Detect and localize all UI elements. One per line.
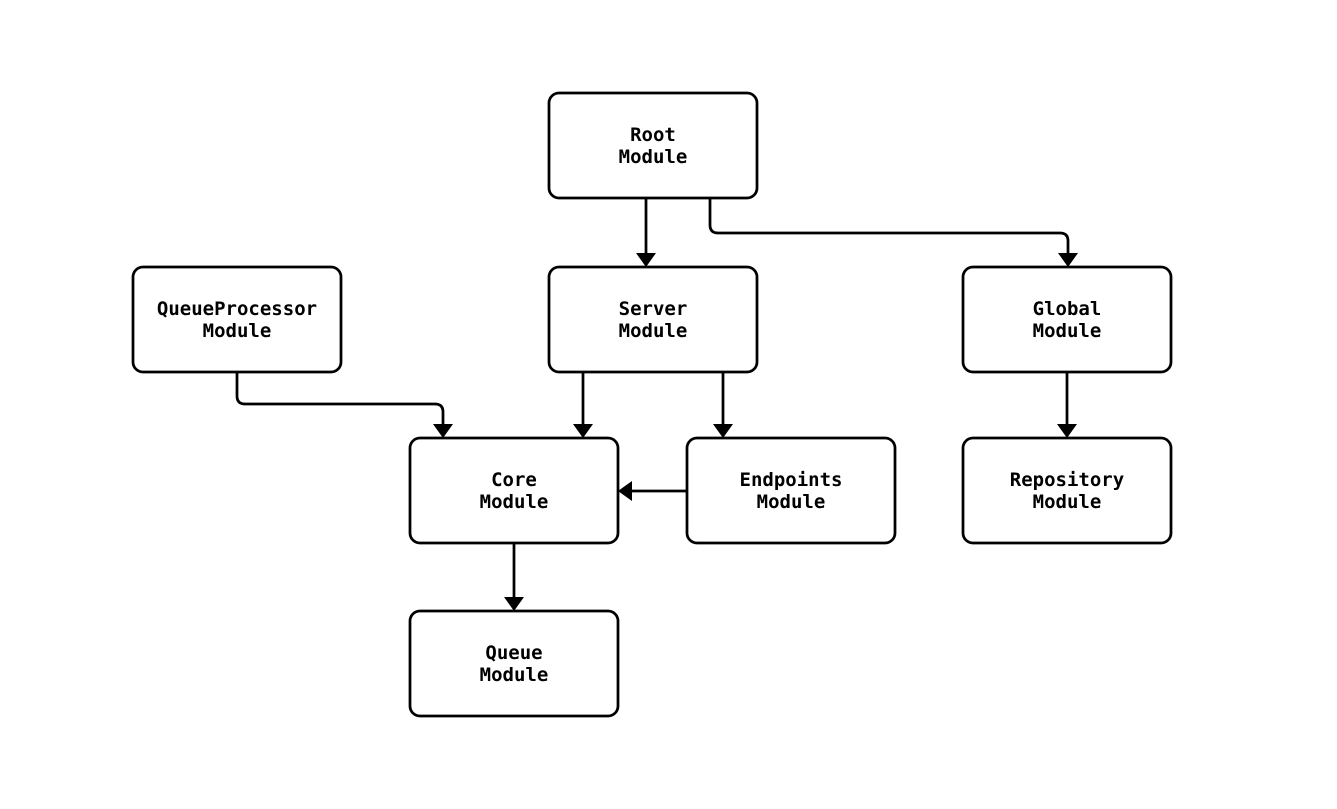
node-label-line2: Module	[480, 491, 549, 513]
node-box	[131, 265, 343, 374]
node-label-line1: Repository	[1010, 469, 1124, 491]
edge-line	[235, 372, 445, 425]
node-label-line2: Module	[1033, 491, 1102, 513]
node-box	[547, 265, 759, 374]
edge-server-to-core	[573, 372, 593, 438]
node-box	[961, 436, 1173, 545]
node-core-module: Core Module	[408, 436, 620, 545]
node-repository-module: Repository Module	[961, 436, 1173, 545]
arrowhead-down-icon	[1058, 253, 1078, 267]
node-endpoints-module: Endpoints Module	[685, 436, 897, 545]
arrowhead-down-icon	[713, 424, 733, 438]
node-label-line2: Module	[1033, 320, 1102, 342]
edge-root-to-server	[636, 198, 656, 267]
edge-global-to-repository	[1057, 372, 1077, 438]
node-label-line1: Server	[619, 298, 688, 320]
node-label-line2: Module	[757, 491, 826, 513]
node-global-module: Global Module	[961, 265, 1173, 374]
edge-root-to-global	[708, 198, 1078, 267]
arrowhead-down-icon	[504, 597, 524, 611]
node-label-line2: Module	[203, 320, 272, 342]
node-server-module: Server Module	[547, 265, 759, 374]
node-label-line2: Module	[619, 146, 688, 168]
edge-endpoints-to-core	[618, 481, 687, 501]
node-label-line1: Queue	[485, 642, 542, 664]
node-label-line1: Core	[491, 469, 537, 491]
arrowhead-down-icon	[573, 424, 593, 438]
edge-line	[708, 198, 1070, 254]
node-box	[408, 609, 620, 718]
edge-core-to-queue	[504, 543, 524, 611]
node-queueprocessor-module: QueueProcessor Module	[131, 265, 343, 374]
arrowhead-left-icon	[618, 481, 632, 501]
node-label-line1: Endpoints	[740, 469, 843, 491]
arrowhead-down-icon	[636, 253, 656, 267]
node-label-line1: Global	[1033, 298, 1102, 320]
edge-server-to-endpoints	[713, 372, 733, 438]
arrowhead-down-icon	[1057, 424, 1077, 438]
node-box	[408, 436, 620, 545]
arrowhead-down-icon	[433, 424, 453, 438]
node-box	[685, 436, 897, 545]
node-box	[547, 91, 759, 200]
node-label-line1: Root	[630, 124, 676, 146]
node-label-line2: Module	[619, 320, 688, 342]
node-box	[961, 265, 1173, 374]
node-queue-module: Queue Module	[408, 609, 620, 718]
node-label-line1: QueueProcessor	[157, 298, 317, 320]
node-label-line2: Module	[480, 664, 549, 686]
node-root-module: Root Module	[547, 91, 759, 200]
edge-queueprocessor-to-core	[235, 372, 453, 438]
